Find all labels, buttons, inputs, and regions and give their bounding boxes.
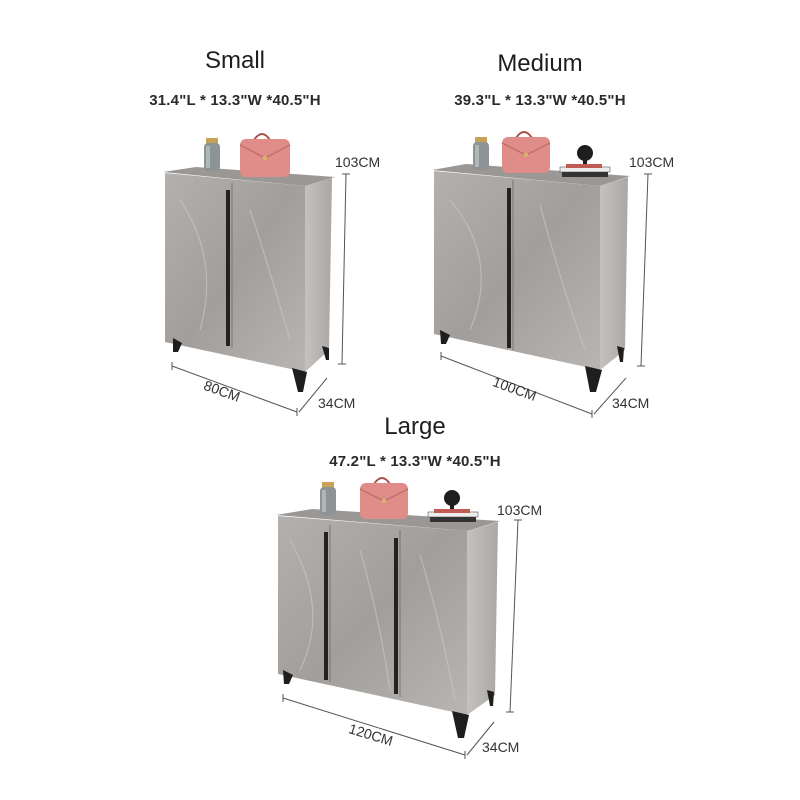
cabinet-leg [173,338,182,352]
dims-large: 47.2"L * 13.3"W *40.5"H [329,453,501,470]
handbag-icon [239,133,291,177]
cabinet-leg [617,346,624,362]
cabinet-side [467,522,498,715]
cabinet-side [600,177,628,370]
dimension-lines-small [171,173,350,416]
dimension-lines-large [282,519,522,759]
cabinet-leg [283,670,293,684]
cabinet-large [276,477,500,738]
cabinet-front [278,516,467,715]
sculpture-icon [577,145,593,167]
title-small: Small [204,47,265,74]
vase-icon [473,137,489,170]
cabinet-leg [452,711,469,738]
depth-label-small: 34CM [318,395,355,411]
door-handle [226,190,230,346]
book-stack-icon [559,164,611,177]
sculpture-icon [444,490,460,512]
handbag-icon [359,477,409,519]
book-stack-icon [427,509,479,522]
dims-medium: 39.3"L * 13.3"W *40.5"H [454,92,626,109]
title-medium: Medium [497,50,583,77]
cabinet-leg [487,690,494,706]
cabinet-leg [322,346,329,360]
cabinet-front [165,173,305,372]
cabinet-leg [585,366,602,392]
dims-small: 31.4"L * 13.3"W *40.5"H [149,92,321,109]
cabinet-leg [292,368,307,392]
depth-label-medium: 34CM [612,395,649,411]
depth-label-large: 34CM [482,739,519,755]
cabinet-front [434,171,600,370]
length-label-small: 80CM [202,377,243,405]
handbag-icon [501,131,551,173]
cabinet-medium [432,131,630,392]
vase-icon [204,138,220,171]
door-handle [394,538,398,694]
length-label-large: 120CM [347,720,395,748]
door-handle [324,532,328,680]
cabinet-leg [440,330,450,344]
cabinet-small [163,133,335,392]
vase-icon [320,482,336,515]
title-large: Large [384,413,446,440]
dimension-lines-medium [440,173,652,418]
cabinet-side [305,178,332,372]
length-label-medium: 100CM [491,373,539,403]
height-label-large: 103CM [497,502,542,518]
height-label-medium: 103CM [629,154,674,170]
height-label-small: 103CM [335,154,380,170]
door-handle [507,188,511,348]
